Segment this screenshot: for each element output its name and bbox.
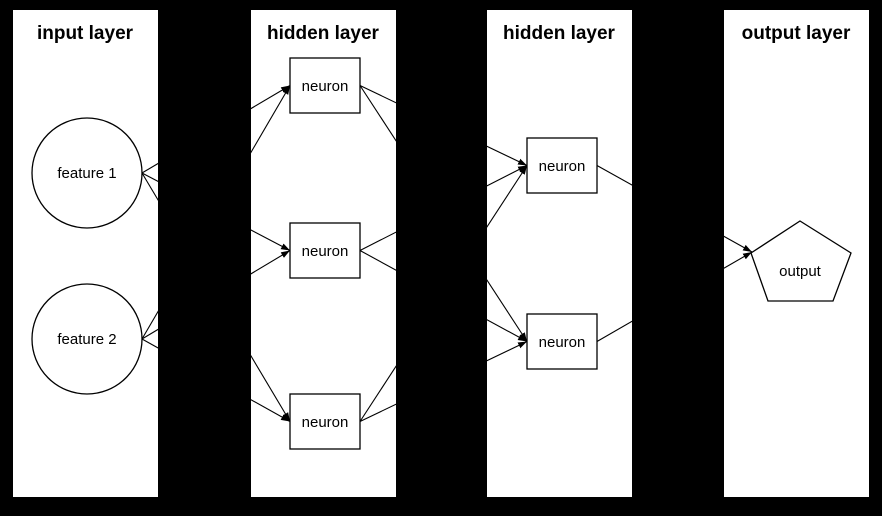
layer-panel-input bbox=[13, 10, 158, 497]
layer-title-output: output layer bbox=[742, 23, 851, 44]
node-label-h1n2: neuron bbox=[302, 243, 349, 260]
layer-title-hidden1: hidden layer bbox=[267, 23, 380, 44]
edge-h1n1-h2n2 bbox=[359, 85, 528, 342]
edge-feature1-h1n1 bbox=[141, 85, 291, 174]
node-feature1 bbox=[31, 117, 143, 229]
node-feature2 bbox=[31, 283, 143, 395]
node-h1n3 bbox=[289, 393, 361, 450]
node-label-h2n1: neuron bbox=[539, 158, 586, 175]
edge-h2n1-output1 bbox=[596, 165, 753, 253]
node-h1n2 bbox=[289, 222, 361, 279]
edge-h1n2-h2n2 bbox=[359, 250, 528, 342]
layer-title-input: input layer bbox=[37, 23, 134, 44]
edges-group bbox=[141, 85, 753, 422]
edge-feature2-h1n3 bbox=[141, 338, 291, 422]
layer-panel-hidden2 bbox=[487, 10, 632, 497]
edge-feature2-h1n2 bbox=[141, 250, 291, 340]
node-label-feature1: feature 1 bbox=[57, 165, 116, 182]
layer-title-hidden2: hidden layer bbox=[503, 23, 616, 44]
edge-h1n1-h2n1 bbox=[359, 85, 528, 166]
nodes-group: feature 1 feature 2 neuron neuron neuron neur… bbox=[31, 57, 852, 450]
edge-h1n2-h2n1 bbox=[359, 165, 528, 251]
node-label-h1n3: neuron bbox=[302, 414, 349, 431]
node-output1 bbox=[750, 220, 852, 302]
node-h1n1 bbox=[289, 57, 361, 114]
edge-feature2-h1n1 bbox=[141, 85, 291, 340]
node-h2n1 bbox=[526, 137, 598, 194]
node-label-h2n2: neuron bbox=[539, 334, 586, 351]
edge-h1n3-h2n2 bbox=[359, 341, 528, 422]
edge-h1n3-h2n1 bbox=[359, 165, 528, 422]
edge-h2n2-output1 bbox=[596, 251, 753, 342]
node-label-h1n1: neuron bbox=[302, 78, 349, 95]
node-h2n2 bbox=[526, 313, 598, 370]
node-label-feature2: feature 2 bbox=[57, 331, 116, 348]
edge-feature1-h1n3 bbox=[141, 172, 291, 422]
node-label-output1: output bbox=[779, 263, 822, 280]
